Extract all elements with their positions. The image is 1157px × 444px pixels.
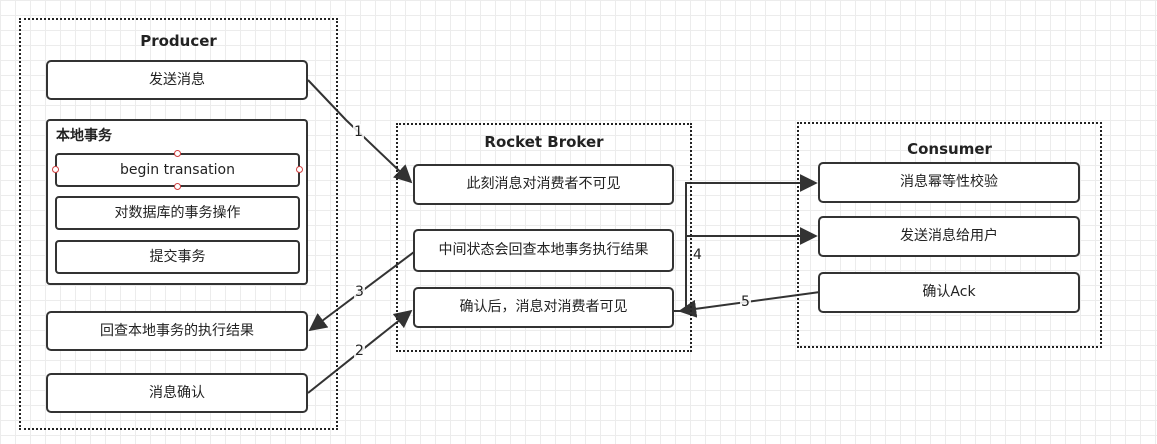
- check-back-box[interactable]: 中间状态会回查本地事务执行结果: [413, 229, 674, 272]
- producer-container: Producer: [19, 18, 338, 430]
- edge-1: [307, 79, 413, 184]
- edge-label-1: 1: [353, 124, 364, 140]
- consumer-title: Consumer: [907, 140, 992, 158]
- check-result-box[interactable]: 回查本地事务的执行结果: [46, 311, 308, 351]
- local-transaction-title: 本地事务: [56, 128, 112, 144]
- consumer-container: Consumer: [797, 122, 1102, 348]
- visible-box[interactable]: 确认后，消息对消费者可见: [413, 287, 674, 328]
- producer-title: Producer: [140, 32, 217, 50]
- broker-container: Rocket Broker: [396, 123, 692, 352]
- broker-title: Rocket Broker: [484, 133, 604, 151]
- send-to-user-box[interactable]: 发送消息给用户: [818, 216, 1080, 257]
- handle-left[interactable]: [52, 166, 59, 173]
- confirm-ack-box[interactable]: 确认Ack: [818, 272, 1080, 313]
- edge-label-4: 4: [692, 247, 703, 263]
- confirm-message-box[interactable]: 消息确认: [46, 373, 308, 413]
- invisible-box[interactable]: 此刻消息对消费者不可见: [413, 164, 674, 205]
- begin-transaction-box[interactable]: begin transation: [55, 153, 300, 187]
- edge-label-3: 3: [354, 284, 365, 300]
- edge-label-5: 5: [740, 294, 751, 310]
- handle-right[interactable]: [296, 166, 303, 173]
- send-message-box[interactable]: 发送消息: [46, 60, 308, 100]
- handle-bottom[interactable]: [174, 183, 181, 190]
- commit-transaction-box[interactable]: 提交事务: [55, 240, 300, 274]
- edge-label-2: 2: [354, 343, 365, 359]
- db-operations-box[interactable]: 对数据库的事务操作: [55, 196, 300, 230]
- idempotent-check-box[interactable]: 消息幂等性校验: [818, 162, 1080, 203]
- handle-top[interactable]: [174, 150, 181, 157]
